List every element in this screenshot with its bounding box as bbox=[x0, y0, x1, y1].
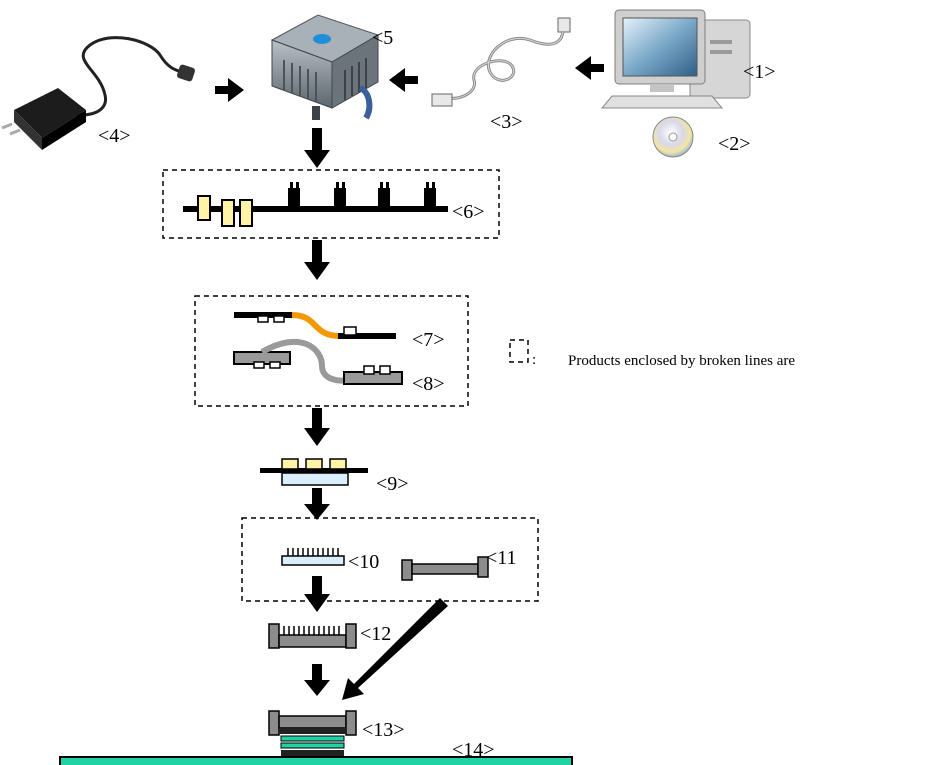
label-10: <10 bbox=[348, 551, 380, 573]
extension-board-icon bbox=[183, 182, 448, 227]
label-9: <9> bbox=[376, 473, 409, 495]
target-board bbox=[59, 756, 573, 765]
exchange-adapter-icon bbox=[281, 548, 345, 566]
legend-colon: : bbox=[532, 352, 537, 368]
probe-board-icon bbox=[260, 458, 368, 486]
dashed-group-boxes bbox=[162, 169, 539, 602]
label-12: <12 bbox=[360, 623, 392, 645]
label-7: <7> bbox=[412, 329, 445, 351]
flow-arrows bbox=[215, 56, 604, 700]
legend-text: Products enclosed by broken lines are bbox=[568, 353, 796, 369]
label-11: <11 bbox=[486, 547, 517, 569]
label-1: <1> bbox=[743, 61, 776, 83]
label-2: <2> bbox=[718, 133, 751, 155]
target-connector-icon bbox=[268, 623, 357, 649]
label-13: <13> bbox=[362, 719, 405, 741]
label-8: <8> bbox=[412, 373, 445, 395]
socket-icon bbox=[268, 710, 357, 756]
gray-cable-icon bbox=[233, 338, 403, 385]
ac-adapter-icon bbox=[1, 36, 195, 150]
emulator-unit-icon bbox=[270, 14, 380, 120]
label-5: <5 bbox=[372, 27, 394, 49]
cd-rom-icon bbox=[652, 116, 694, 158]
usb-cable-icon bbox=[431, 17, 571, 107]
label-14: <14> bbox=[452, 739, 495, 761]
flexible-cable-icon bbox=[234, 312, 396, 339]
connector-cable-icon bbox=[401, 556, 489, 581]
label-3: <3> bbox=[490, 111, 523, 133]
host-computer-icon bbox=[600, 9, 751, 109]
label-4: <4> bbox=[98, 125, 131, 147]
label-6: <6> bbox=[452, 201, 485, 223]
